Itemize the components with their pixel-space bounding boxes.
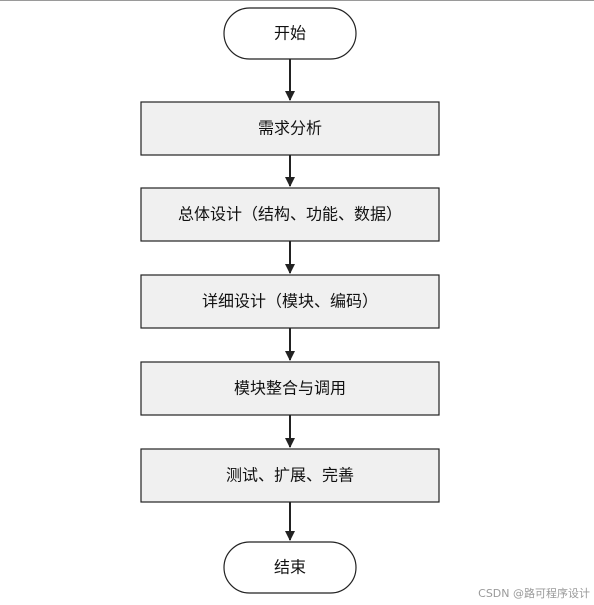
- watermark-text: CSDN @路可程序设计: [478, 587, 590, 600]
- end-label: 结束: [274, 558, 306, 577]
- step-5-box: 测试、扩展、完善: [140, 448, 440, 503]
- step-1-label: 需求分析: [258, 119, 322, 138]
- step-4-label: 模块整合与调用: [234, 379, 346, 398]
- step-4-box: 模块整合与调用: [140, 361, 440, 416]
- step-3-box: 详细设计（模块、编码）: [140, 274, 440, 329]
- step-2-box: 总体设计（结构、功能、数据）: [140, 187, 440, 242]
- step-2-label: 总体设计（结构、功能、数据）: [178, 205, 402, 224]
- step-3-label: 详细设计（模块、编码）: [202, 292, 378, 311]
- top-divider: [0, 0, 594, 1]
- start-node: 开始: [223, 7, 357, 60]
- step-5-label: 测试、扩展、完善: [226, 466, 354, 485]
- start-label: 开始: [274, 24, 306, 43]
- end-node: 结束: [223, 541, 357, 594]
- step-1-box: 需求分析: [140, 101, 440, 156]
